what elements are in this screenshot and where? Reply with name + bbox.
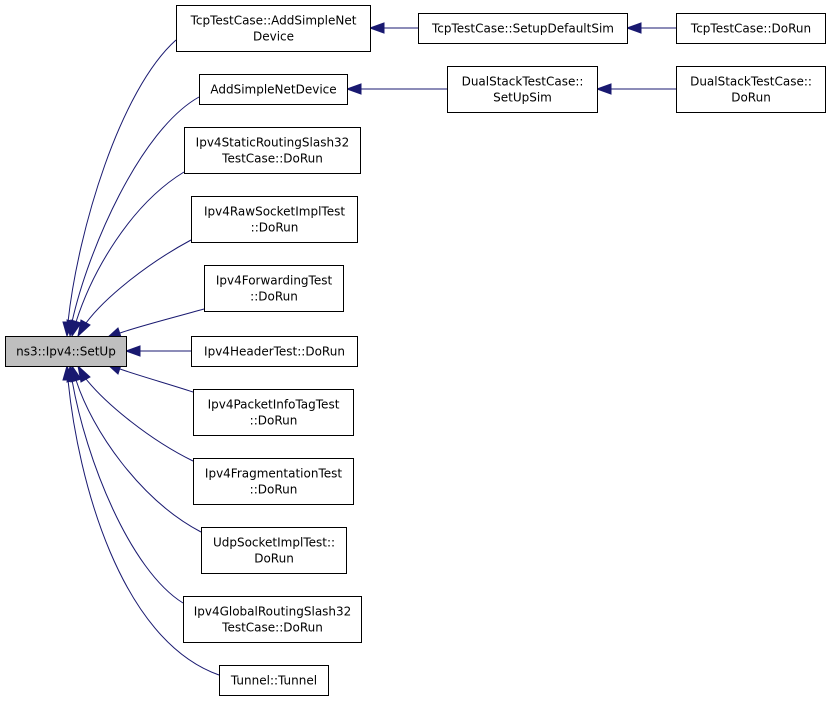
node-box xyxy=(183,596,362,643)
edge-line xyxy=(85,378,194,462)
edge-rawsock-to-root xyxy=(77,239,192,338)
node-label-line: Device xyxy=(253,30,294,44)
edge-line xyxy=(75,379,202,533)
edge-line xyxy=(71,96,200,323)
node-box xyxy=(199,74,348,105)
edge-tcp_setup-to-tcp_add xyxy=(368,22,418,34)
node-box xyxy=(219,665,329,696)
node-box xyxy=(191,196,358,243)
edge-add_simple-to-root xyxy=(66,96,200,338)
node-label-line: Ipv4HeaderTest::DoRun xyxy=(204,345,345,359)
edge-frag-to-root xyxy=(77,364,194,462)
node-udpsock[interactable]: UdpSocketImplTest::DoRun xyxy=(201,527,347,574)
node-box xyxy=(676,13,826,44)
node-label-line: TestCase::DoRun xyxy=(221,152,323,166)
node-forwarding[interactable]: Ipv4ForwardingTest::DoRun xyxy=(204,265,344,312)
node-root: ns3::Ipv4::SetUp xyxy=(5,336,127,367)
node-tcp-setup[interactable]: TcpTestCase::SetupDefaultSim xyxy=(418,13,628,44)
node-dual-dorun[interactable]: DualStackTestCase::DoRun xyxy=(676,66,826,113)
node-label-line: SetUpSim xyxy=(493,91,552,105)
edge-tunnel-to-root xyxy=(62,364,220,676)
edge-static32-to-root xyxy=(70,171,185,338)
arrowhead-icon xyxy=(77,319,91,338)
arrowhead-icon xyxy=(77,364,91,383)
edge-line xyxy=(67,39,177,323)
node-box xyxy=(184,127,361,174)
node-box xyxy=(191,336,358,367)
edge-dual_dorun-to-dual_setup xyxy=(595,83,676,95)
node-box xyxy=(676,66,826,113)
edge-line xyxy=(119,308,205,334)
node-box xyxy=(201,527,347,574)
edge-line xyxy=(75,171,185,323)
node-pktinfo[interactable]: Ipv4PacketInfoTagTest::DoRun xyxy=(193,389,354,436)
arrowhead-icon xyxy=(124,345,141,357)
node-label-line: Ipv4RawSocketImplTest xyxy=(204,205,345,219)
node-box xyxy=(204,265,344,312)
arrowhead-icon xyxy=(625,22,642,34)
node-label-line: DualStackTestCase:: xyxy=(690,75,812,89)
arrowhead-icon xyxy=(595,83,612,95)
node-box xyxy=(5,336,127,367)
edge-line xyxy=(85,239,192,324)
node-box xyxy=(418,13,628,44)
node-label-line: Ipv4StaticRoutingSlash32 xyxy=(196,136,350,150)
node-label-line: Ipv4PacketInfoTagTest xyxy=(208,398,340,412)
nodes-layer: ns3::Ipv4::SetUp TcpTestCase::AddSimpleNe… xyxy=(5,5,826,696)
node-tcp-add[interactable]: TcpTestCase::AddSimpleNetDevice xyxy=(176,5,371,52)
node-add-simple[interactable]: AddSimpleNetDevice xyxy=(199,74,348,105)
node-label-line: Ipv4GlobalRoutingSlash32 xyxy=(194,605,352,619)
edges-layer xyxy=(62,22,676,676)
node-label-line: DualStackTestCase:: xyxy=(462,75,584,89)
node-label-line: Tunnel::Tunnel xyxy=(230,674,317,688)
edge-udpsock-to-root xyxy=(70,364,202,533)
node-box xyxy=(193,389,354,436)
node-label-line: AddSimpleNetDevice xyxy=(210,83,336,97)
arrowhead-icon xyxy=(368,22,385,34)
edge-line xyxy=(67,379,220,676)
node-label-line: DoRun xyxy=(731,91,771,105)
node-label-line: UdpSocketImplTest:: xyxy=(213,536,335,550)
node-dual-setup[interactable]: DualStackTestCase::SetUpSim xyxy=(447,66,598,113)
node-label-line: TcpTestCase::DoRun xyxy=(690,22,811,36)
arrowhead-icon xyxy=(345,83,362,95)
node-label-line: TcpTestCase::SetupDefaultSim xyxy=(431,22,614,36)
node-box xyxy=(193,458,354,505)
node-rawsock[interactable]: Ipv4RawSocketImplTest::DoRun xyxy=(191,196,358,243)
node-box xyxy=(447,66,598,113)
edge-forwarding-to-root xyxy=(105,308,205,339)
node-label-line: TestCase::DoRun xyxy=(221,621,323,635)
node-label-line: DoRun xyxy=(254,552,294,566)
edge-header-to-root xyxy=(124,345,191,357)
edge-tcp_dorun-to-tcp_setup xyxy=(625,22,676,34)
node-label-line: Ipv4FragmentationTest xyxy=(205,467,342,481)
node-label-line: ::DoRun xyxy=(250,414,298,428)
edge-line xyxy=(119,368,194,393)
node-label-line: TcpTestCase::AddSimpleNet xyxy=(190,14,357,28)
node-frag[interactable]: Ipv4FragmentationTest::DoRun xyxy=(193,458,354,505)
edge-pktinfo-to-root xyxy=(105,363,194,393)
arrowhead-icon xyxy=(70,319,82,338)
node-header[interactable]: Ipv4HeaderTest::DoRun xyxy=(191,336,358,367)
node-tunnel[interactable]: Tunnel::Tunnel xyxy=(219,665,329,696)
node-label-line: Ipv4ForwardingTest xyxy=(216,274,333,288)
node-tcp-dorun[interactable]: TcpTestCase::DoRun xyxy=(676,13,826,44)
node-label-line: ::DoRun xyxy=(250,483,298,497)
edge-dual_setup-to-add_simple xyxy=(345,83,447,95)
node-label-line: ::DoRun xyxy=(251,221,299,235)
node-box xyxy=(176,5,371,52)
arrowhead-icon xyxy=(62,364,74,381)
edge-line xyxy=(71,379,184,604)
node-label-line: ns3::Ipv4::SetUp xyxy=(16,345,116,359)
node-label-line: ::DoRun xyxy=(250,290,298,304)
